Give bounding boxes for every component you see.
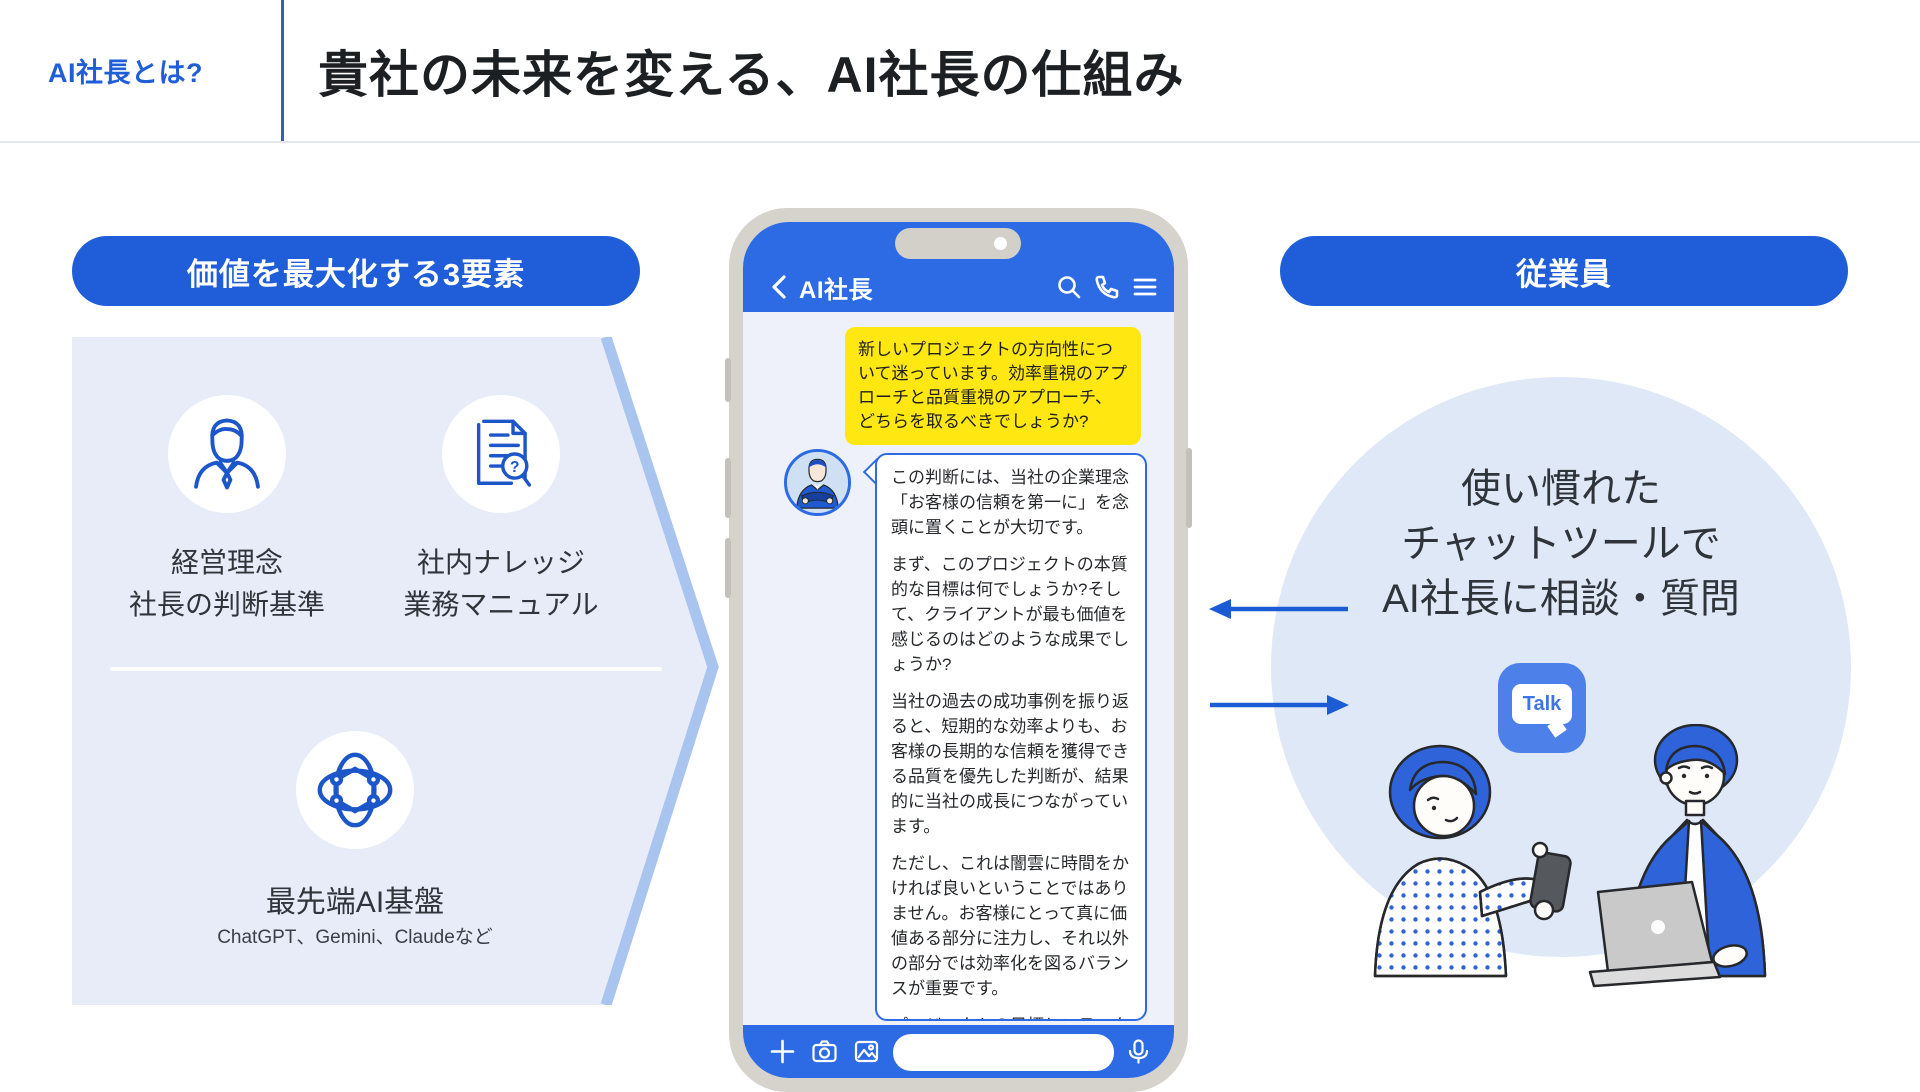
ai-paragraph: ただし、これは闇雲に時間をかければ良いということではありません。お客様にとって真… <box>891 854 1129 998</box>
ai-president-avatar <box>784 449 851 516</box>
ai-paragraph: この判断には、当社の企業理念「お客様の信頼を第一に」を念頭に置くことが大切です。 <box>891 468 1129 537</box>
page-header: AI社長とは? 貴社の未来を変える、AI社長の仕組み <box>0 0 1920 143</box>
ai-atom-icon <box>296 731 414 849</box>
employee-circle-text: 使い慣れた チャットツールで AI社長に相談・質問 <box>1382 467 1740 621</box>
header-divider <box>281 0 284 141</box>
ai-paragraph: まず、このプロジェクトの本質的な目標は何でしょうか?そして、クライアントが最も価… <box>891 555 1129 674</box>
ai-paragraph: プロジェクトの目標とステークホルダーの期待を今一度見直し、お客様が最大限の価値を… <box>891 1013 1131 1019</box>
element-internal-knowledge: 社内ナレッジ 業務マニュアル <box>403 547 599 620</box>
call-icon[interactable] <box>1094 274 1120 300</box>
chat-screen: 新しいプロジェクトの方向性について迷っています。効率重視のアプローチと品質重視の… <box>743 222 1174 1078</box>
left-section-pill: 価値を最大化する3要素 <box>72 236 640 306</box>
eyebrow-label: AI社長とは? <box>48 58 203 88</box>
menu-icon[interactable] <box>1132 274 1158 300</box>
volume-button <box>725 458 731 518</box>
panel-divider <box>110 667 662 671</box>
ai-message-bubble: この判断には、当社の企業理念「お客様の信頼を第一に」を念頭に置くことが大切です。… <box>875 453 1147 1021</box>
power-button <box>1186 448 1192 528</box>
svg-text:?: ? <box>510 459 519 476</box>
camera-icon[interactable] <box>811 1038 838 1065</box>
message-input[interactable] <box>893 1034 1114 1071</box>
phone-notch <box>895 228 1021 259</box>
right-section-pill: 従業員 <box>1280 236 1848 306</box>
document-search-icon: ? <box>442 395 560 513</box>
chat-header: AI社長 <box>743 222 1174 312</box>
back-icon[interactable] <box>767 274 793 300</box>
mic-icon[interactable] <box>1125 1038 1152 1065</box>
camera-dot <box>994 237 1007 250</box>
plus-icon[interactable] <box>769 1038 796 1065</box>
photo-icon[interactable] <box>853 1038 880 1065</box>
talk-label: Talk <box>1512 684 1572 724</box>
element-ai-platform: 最先端AI基盤 <box>265 886 445 919</box>
left-pill-label: 価値を最大化する3要素 <box>186 256 526 292</box>
element-management-philosophy: 経営理念 社長の判断基準 <box>128 547 325 620</box>
right-pill-label: 従業員 <box>1516 256 1612 292</box>
page-title: 貴社の未来を変える、AI社長の仕組み <box>318 46 1185 103</box>
search-icon[interactable] <box>1056 274 1082 300</box>
manager-person-icon <box>168 395 286 513</box>
chat-title: AI社長 <box>799 277 873 304</box>
chat-input-bar <box>743 1025 1174 1078</box>
volume-button <box>725 538 731 598</box>
chat-body: 新しいプロジェクトの方向性について迷っています。効率重視のアプローチと品質重視の… <box>743 312 1174 1025</box>
ai-paragraph: 当社の過去の成功事例を振り返ると、短期的な効率よりも、お客様の長期的な信頼を獲得… <box>891 692 1129 836</box>
employees-illustration <box>1373 724 1767 988</box>
exchange-arrows <box>1209 599 1349 715</box>
volume-button <box>725 358 731 402</box>
talk-app-icon: Talk <box>1498 663 1586 753</box>
element-ai-platform-sub: ChatGPT、Gemini、Claudeなど <box>217 927 493 948</box>
user-message-bubble: 新しいプロジェクトの方向性について迷っています。効率重視のアプローチと品質重視の… <box>845 327 1141 445</box>
